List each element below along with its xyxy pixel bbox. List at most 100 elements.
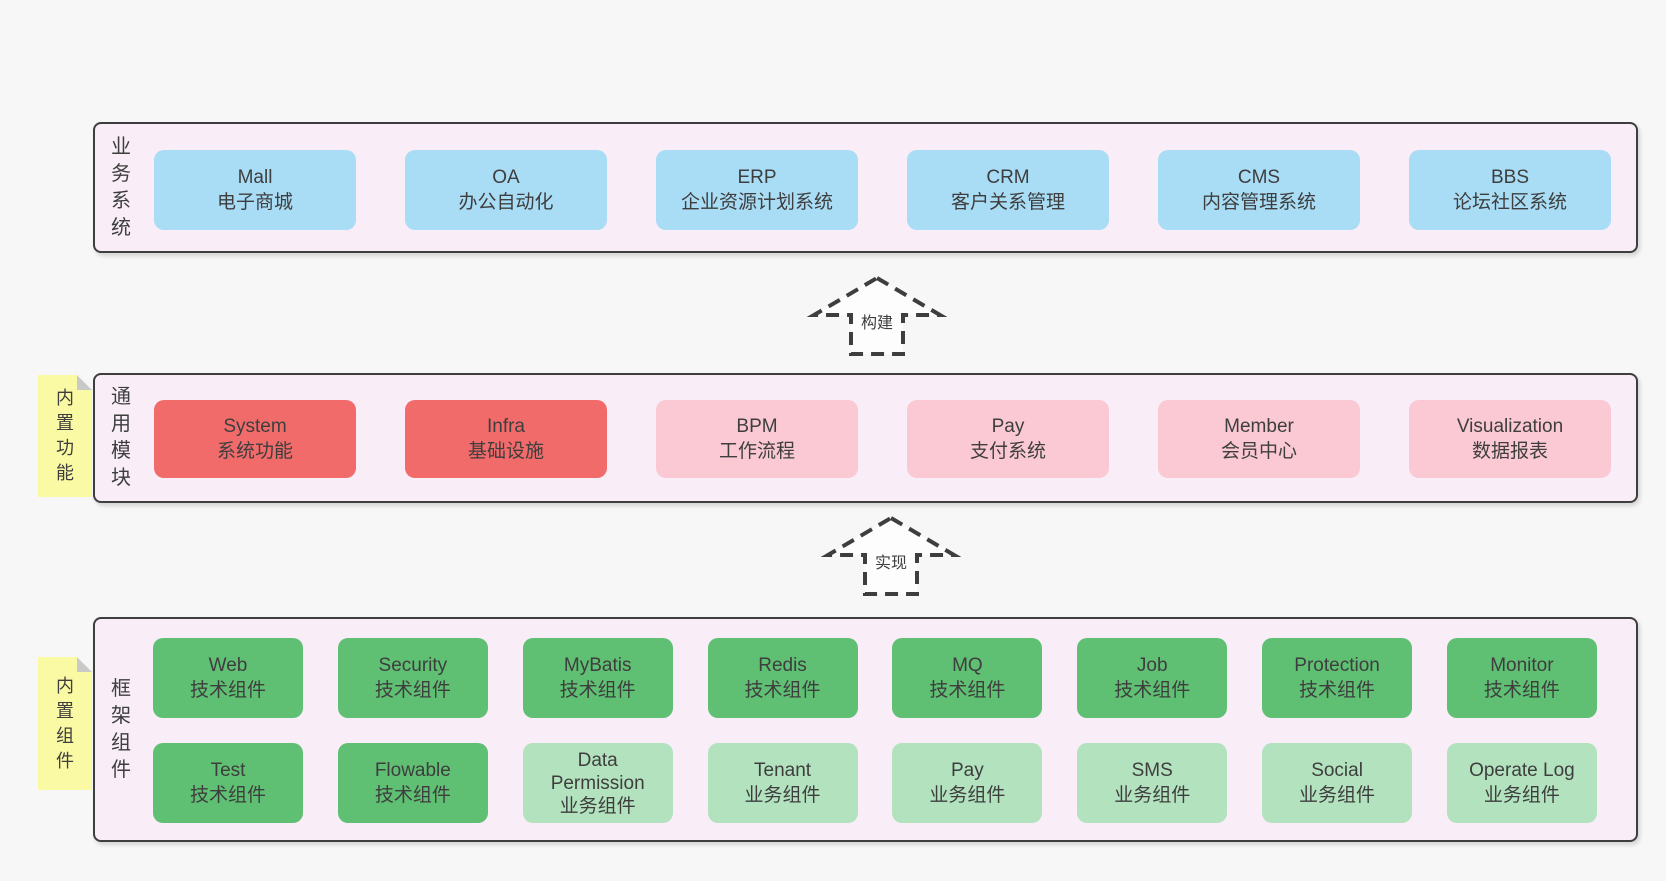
box-redis: Redis 技术组件 [707, 638, 858, 718]
build-arrow-label: 构建 [857, 309, 897, 333]
box-subtitle: 基础设施 [467, 441, 544, 462]
box-pay-component: Pay 业务组件 [892, 743, 1043, 823]
box-mybatis: MyBatis 技术组件 [522, 638, 673, 718]
box-subtitle: 技术组件 [374, 785, 451, 806]
box-title: Web [208, 655, 248, 676]
box-title: Mall [237, 167, 273, 188]
box-title: Social [1311, 760, 1363, 781]
box-data-permission: Data Permission 业务组件 [522, 743, 673, 823]
box-subtitle: 技术组件 [1299, 680, 1376, 701]
box-title: Flowable [374, 760, 451, 781]
box-visualization: Visualization 数据报表 [1409, 400, 1611, 478]
box-title: OA [492, 167, 520, 188]
box-subtitle: 办公自动化 [458, 192, 554, 213]
sticky-note-label: 内置功能 [56, 388, 74, 483]
box-title: BPM [736, 416, 778, 437]
box-subtitle: 业务组件 [1483, 785, 1560, 806]
box-title: Tenant [754, 760, 812, 781]
box-oa: OA 办公自动化 [405, 150, 607, 230]
sticky-note-built-in-components: 内置组件 [38, 657, 92, 790]
box-subtitle: 支付系统 [969, 441, 1046, 462]
box-title: Monitor [1490, 655, 1554, 676]
box-subtitle: 技术组件 [929, 680, 1006, 701]
panel-label-common-modules: 通用模块 [111, 386, 131, 489]
box-title: ERP [737, 167, 777, 188]
framework-row-2: Test 技术组件 Flowable 技术组件 Data Permission … [153, 743, 1597, 823]
box-subtitle: 业务组件 [744, 785, 821, 806]
box-security: Security 技术组件 [337, 638, 488, 718]
box-subtitle: 电子商城 [216, 192, 293, 213]
box-title: Operate Log [1469, 760, 1575, 781]
box-subtitle: 业务组件 [929, 785, 1006, 806]
box-title: CMS [1237, 167, 1281, 188]
box-title: Infra [486, 416, 526, 437]
box-title: Member [1224, 416, 1294, 437]
common-modules-panel: 通用模块 System 系统功能 Infra 基础设施 BPM 工作流程 Pay… [93, 373, 1638, 503]
box-title: Visualization [1456, 416, 1564, 437]
box-bbs: BBS 论坛社区系统 [1409, 150, 1611, 230]
panel-label-business-systems: 业务系统 [111, 135, 131, 239]
box-protection: Protection 技术组件 [1262, 638, 1413, 718]
module-boxes-row: System 系统功能 Infra 基础设施 BPM 工作流程 Pay 支付系统… [154, 400, 1611, 478]
box-operate-log: Operate Log 业务组件 [1446, 743, 1597, 823]
box-social: Social 业务组件 [1262, 743, 1413, 823]
framework-row-1: Web 技术组件 Security 技术组件 MyBatis 技术组件 Redi… [153, 638, 1597, 718]
box-title: Redis [758, 655, 807, 676]
box-subtitle: 技术组件 [189, 680, 266, 701]
implement-arrow: 实现 [820, 515, 962, 597]
box-tenant: Tenant 业务组件 [707, 743, 858, 823]
box-subtitle: 技术组件 [559, 680, 636, 701]
box-subtitle: 会员中心 [1220, 441, 1297, 462]
box-bpm: BPM 工作流程 [656, 400, 858, 478]
box-title: Job [1136, 655, 1168, 676]
box-mq: MQ 技术组件 [892, 638, 1043, 718]
box-subtitle: 技术组件 [1114, 680, 1191, 701]
box-member: Member 会员中心 [1158, 400, 1360, 478]
box-subtitle: 技术组件 [374, 680, 451, 701]
box-title: System [223, 416, 287, 437]
box-title: MQ [952, 655, 983, 676]
box-subtitle: 技术组件 [744, 680, 821, 701]
sticky-note-label: 内置组件 [56, 675, 74, 771]
implement-arrow-label: 实现 [871, 549, 911, 573]
framework-components-panel: 框架组件 Web 技术组件 Security 技术组件 MyBatis 技术组件… [93, 617, 1638, 842]
box-infra: Infra 基础设施 [405, 400, 607, 478]
box-subtitle: 业务组件 [559, 795, 636, 817]
business-systems-panel: 业务系统 Mall 电子商城 OA 办公自动化 ERP 企业资源计划系统 CRM… [93, 122, 1638, 253]
box-mall: Mall 电子商城 [154, 150, 356, 230]
box-web: Web 技术组件 [153, 638, 303, 718]
box-subtitle: 内容管理系统 [1201, 192, 1316, 213]
box-crm: CRM 客户关系管理 [907, 150, 1109, 230]
box-title: Data Permission [550, 749, 645, 794]
box-sms: SMS 业务组件 [1077, 743, 1228, 823]
box-pay-module: Pay 支付系统 [907, 400, 1109, 478]
box-subtitle: 企业资源计划系统 [680, 192, 833, 213]
panel-label-framework-components: 框架组件 [111, 677, 131, 781]
box-subtitle: 技术组件 [1483, 680, 1560, 701]
box-subtitle: 论坛社区系统 [1452, 192, 1567, 213]
box-title: CRM [986, 167, 1030, 188]
box-test: Test 技术组件 [153, 743, 303, 823]
box-job: Job 技术组件 [1077, 638, 1228, 718]
build-arrow: 构建 [806, 275, 948, 357]
box-flowable: Flowable 技术组件 [337, 743, 488, 823]
business-boxes-row: Mall 电子商城 OA 办公自动化 ERP 企业资源计划系统 CRM 客户关系… [154, 150, 1611, 230]
box-subtitle: 业务组件 [1299, 785, 1376, 806]
box-subtitle: 系统功能 [216, 441, 293, 462]
box-monitor: Monitor 技术组件 [1446, 638, 1597, 718]
box-title: Security [378, 655, 448, 676]
box-title: MyBatis [563, 655, 632, 676]
box-title: Test [210, 760, 246, 781]
box-subtitle: 工作流程 [718, 441, 795, 462]
box-title: BBS [1490, 167, 1530, 188]
box-title: SMS [1131, 760, 1173, 781]
box-title: Protection [1294, 655, 1380, 676]
box-system: System 系统功能 [154, 400, 356, 478]
box-title: Pay [951, 760, 984, 781]
box-subtitle: 业务组件 [1114, 785, 1191, 806]
box-subtitle: 数据报表 [1471, 441, 1548, 462]
box-erp: ERP 企业资源计划系统 [656, 150, 858, 230]
box-cms: CMS 内容管理系统 [1158, 150, 1360, 230]
sticky-note-built-in-features: 内置功能 [38, 375, 92, 497]
box-title: Pay [991, 416, 1025, 437]
